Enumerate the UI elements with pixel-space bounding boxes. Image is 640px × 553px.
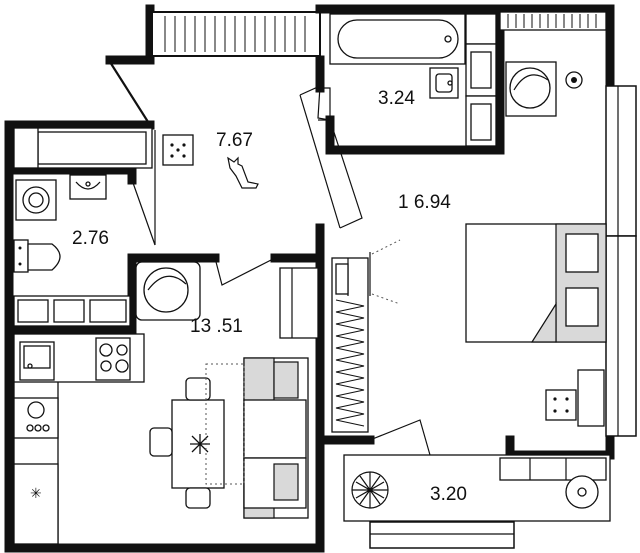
area-label-hallway: 7.67	[216, 130, 253, 151]
hallway: 7.67	[13, 127, 259, 189]
area-label-kitchen-living: 13 .51	[190, 316, 243, 337]
walls	[4, 4, 637, 553]
bathroom: 3.24	[318, 13, 497, 147]
electrical-panel-bedroom	[545, 389, 577, 421]
plant-table	[190, 434, 210, 454]
wc: 2.76	[13, 174, 109, 273]
balcony-plant	[351, 471, 389, 509]
entrance-door	[109, 55, 363, 286]
fridge	[13, 463, 59, 545]
sink-bathroom	[429, 67, 459, 99]
tv-stand	[279, 267, 319, 339]
area-label-bathroom: 3.24	[378, 88, 415, 109]
area-label-bedroom: 1 6.94	[398, 192, 451, 213]
armchair-kitchen	[135, 261, 201, 321]
cooktop	[95, 337, 131, 381]
washing-machine-cabinet	[465, 13, 497, 45]
armchair-bedroom	[505, 61, 557, 117]
toilet	[13, 239, 29, 273]
bedroom: 1 6.94	[331, 11, 607, 433]
area-label-balcony: 3.20	[430, 484, 467, 505]
window-top-left	[151, 11, 321, 57]
cat-figure	[227, 156, 259, 189]
fridge-snowflake-icon: ✳	[30, 486, 42, 502]
bed	[465, 223, 607, 343]
sofa	[243, 357, 309, 519]
balcony: 3.20	[343, 419, 611, 549]
kitchen-living: ✳ 13 .51	[13, 261, 319, 545]
area-label-wc: 2.76	[72, 228, 109, 249]
